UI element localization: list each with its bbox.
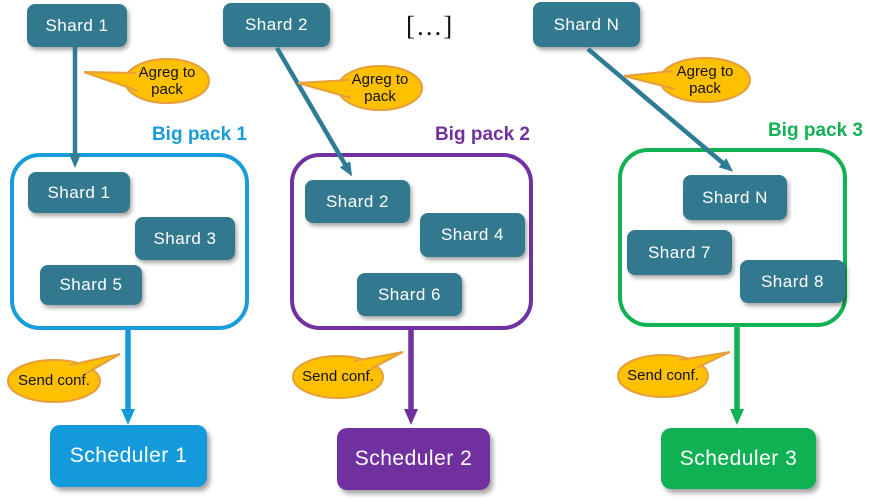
agreg-callout-2-text: Agreg to pack	[351, 70, 409, 105]
pack-1-shard-1: Shard 1	[28, 172, 130, 213]
arrow-shard2-to-pack2	[275, 46, 353, 177]
pack-1-title: Big pack 1	[151, 124, 247, 145]
pack-2	[290, 153, 533, 330]
pack-2-shard-3: Shard 6	[357, 273, 462, 316]
scheduler-3: Scheduler 3	[661, 428, 816, 489]
agreg-callout-3-text: Agreg to pack	[676, 62, 734, 97]
pack-1-shard-3: Shard 5	[40, 265, 142, 305]
send-callout-1-text: Send conf.	[18, 372, 90, 390]
send-callout-3-text: Send conf.	[627, 367, 699, 385]
ellipsis-label: [...]	[406, 11, 455, 41]
pack-3-shard-2: Shard 7	[627, 230, 732, 275]
source-shard-2-label: Shard 2	[244, 15, 309, 34]
source-shard-N-label: Shard N	[553, 14, 620, 34]
source-shard-1: Shard 1	[27, 4, 127, 47]
pack-3-shard-1: Shard N	[683, 175, 787, 220]
pack-3-title: Big pack 3	[767, 120, 863, 141]
pack-1-shard-2: Shard 3	[135, 217, 235, 260]
pack-1	[10, 153, 249, 330]
agreg-callout-1-text: Agreg to pack	[138, 63, 196, 98]
source-shard-1-label: Shard 1	[45, 15, 109, 35]
pack-3	[618, 148, 847, 327]
source-shard-N: Shard N	[533, 2, 640, 47]
pack-2-shard-1: Shard 2	[305, 180, 410, 223]
pack-2-shard-2: Shard 4	[420, 213, 525, 257]
send-callout-2-text: Send conf.	[302, 368, 374, 386]
scheduler-1: Scheduler 1	[50, 425, 207, 487]
pack-3-shard-3: Shard 8	[740, 260, 845, 303]
source-shard-2: Shard 2	[223, 3, 330, 47]
scheduler-2: Scheduler 2	[337, 428, 490, 490]
pack-2-title: Big pack 2	[434, 124, 530, 145]
